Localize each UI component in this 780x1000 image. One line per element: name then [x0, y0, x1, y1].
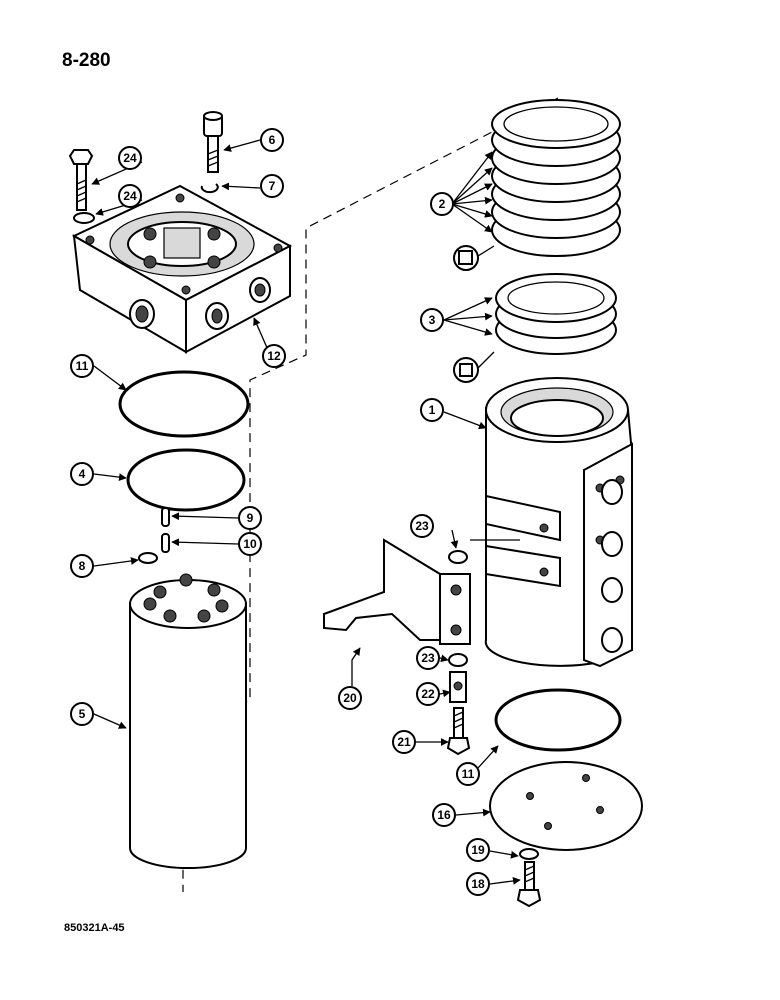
callout-4: 4 — [70, 462, 94, 486]
seal-stack-2 — [491, 99, 621, 257]
callout-label: 3 — [429, 313, 436, 327]
callout-label: 2 — [439, 197, 446, 211]
bracket-19 — [323, 538, 471, 645]
callout-2: 2 — [430, 192, 454, 216]
leader-lines — [91, 139, 521, 885]
swivel-rotor-5 — [129, 573, 247, 869]
callout-21: 22 — [416, 682, 440, 706]
cover-plate-16 — [489, 761, 643, 851]
callout-label: 24 — [123, 151, 137, 165]
lockwasher-7 — [200, 183, 219, 194]
washer-22-lower — [448, 653, 468, 667]
reference-code: 850321A-45 — [64, 922, 125, 934]
callout-label: 23 — [421, 651, 435, 665]
callout-label: 5 — [79, 707, 86, 721]
callout-7: 7 — [260, 174, 284, 198]
callout-label: 7 — [269, 179, 276, 193]
washer-18 — [519, 848, 539, 860]
callout-18: 19 — [466, 838, 490, 862]
callout-label: 9 — [247, 511, 254, 525]
o-ring-11-lower — [494, 688, 622, 752]
washer-24 — [73, 212, 95, 224]
swivel-housing-1 — [484, 377, 633, 668]
callout-5: 5 — [70, 702, 94, 726]
callout-9: 9 — [238, 506, 262, 530]
callout-label: 1 — [429, 403, 436, 417]
bolt-17 — [516, 861, 542, 908]
seal-section-detail-3 — [453, 357, 479, 383]
callout-label: 11 — [76, 359, 89, 373]
callout-16: 16 — [432, 803, 456, 827]
callout-label: 20 — [343, 691, 357, 705]
callout-11-right: 11 — [456, 762, 480, 786]
assembly-guide-lines — [182, 97, 559, 892]
callout-22-lower: 23 — [416, 646, 440, 670]
pin-10 — [161, 533, 170, 553]
seal-stack-3 — [495, 273, 617, 355]
seal-section-detail-2 — [453, 245, 479, 271]
callout-3: 3 — [420, 308, 444, 332]
callout-label: 12 — [267, 349, 281, 363]
callout-23: 24 — [118, 146, 142, 170]
ring-8 — [138, 552, 158, 564]
washer-22-upper — [448, 550, 468, 564]
page-number: 8-280 — [62, 50, 111, 71]
callout-24: 24 — [118, 184, 142, 208]
callout-label: 11 — [462, 767, 475, 781]
o-ring-4 — [126, 448, 246, 512]
callout-label: 24 — [123, 189, 137, 203]
callout-label: 18 — [471, 877, 485, 891]
callout-19: 20 — [338, 686, 362, 710]
callout-label: 6 — [269, 133, 276, 147]
o-ring-11-upper — [118, 370, 250, 438]
callout-label: 21 — [397, 735, 411, 749]
callout-12: 12 — [262, 344, 286, 368]
callout-1: 1 — [420, 398, 444, 422]
callout-label: 22 — [421, 687, 435, 701]
callout-label: 23 — [415, 519, 429, 533]
callout-label: 8 — [79, 559, 86, 573]
bolt-20 — [446, 707, 471, 756]
callout-label: 19 — [471, 843, 485, 857]
callout-17: 18 — [466, 872, 490, 896]
callout-label: 10 — [243, 537, 257, 551]
callout-label: 16 — [437, 808, 451, 822]
pin-9 — [161, 507, 170, 527]
swivel-cap-block-12 — [71, 184, 293, 354]
callout-6: 6 — [260, 128, 284, 152]
bolt-23 — [68, 149, 94, 211]
callout-22-upper: 23 — [410, 514, 434, 538]
callout-8: 8 — [70, 554, 94, 578]
socket-bolt-6 — [203, 111, 223, 173]
spacer-21 — [449, 671, 467, 703]
callout-11-left: 11 — [70, 354, 94, 378]
callout-10: 10 — [238, 532, 262, 556]
callout-label: 4 — [79, 467, 86, 481]
callout-20: 21 — [392, 730, 416, 754]
